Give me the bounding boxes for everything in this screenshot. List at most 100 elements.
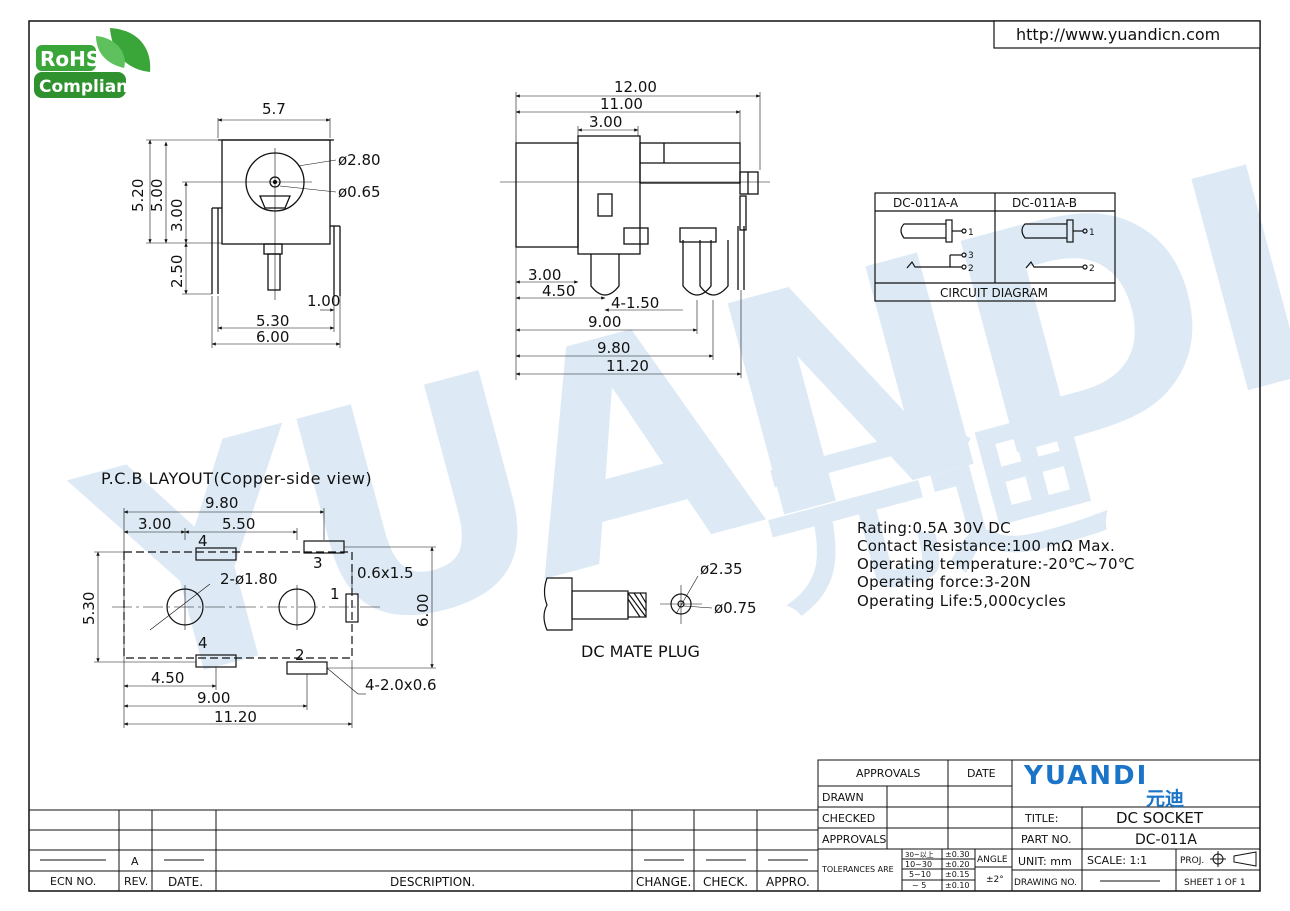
- rev-header-ecn: ECN NO.: [50, 875, 96, 888]
- dc-mate-plug: [543, 575, 713, 631]
- rev-header-description: DESCRIPTION.: [390, 875, 475, 889]
- pcb-dim-slot: 0.6x1.5: [357, 564, 414, 582]
- pcb-dim-hole: 2-ø1.80: [220, 570, 278, 588]
- pcb-dim-pad2: 9.00: [197, 689, 230, 707]
- sheet-border: [28, 20, 1261, 892]
- pcb-pad-4-bottom: 4: [198, 634, 208, 652]
- tb-proj: PROJ.: [1180, 856, 1204, 866]
- pcb-pad-4-top: 4: [198, 532, 208, 550]
- side-dim-pin-width: 4-1.50: [611, 294, 659, 312]
- tb-part-label: PART NO.: [1021, 833, 1071, 846]
- front-dim-width: 5.7: [262, 100, 286, 118]
- spec-list: Rating:0.5A 30V DC Contact Resistance:10…: [857, 519, 1135, 610]
- rohs-line1: RoHS: [40, 47, 100, 71]
- tb-title-value: DC SOCKET: [1116, 809, 1204, 827]
- tb-angle: ANGLE: [977, 855, 1008, 865]
- spec-contact-resistance: Contact Resistance:100 mΩ Max.: [857, 537, 1115, 555]
- front-dim-outer-dia: ø2.80: [338, 151, 381, 169]
- circuit-col-b: DC-011A-B: [1012, 196, 1077, 210]
- plug-dim-inner: ø0.75: [714, 599, 757, 617]
- tb-date-header: DATE: [967, 767, 996, 780]
- pcb-dim-offset: 3.00: [138, 515, 171, 533]
- plug-caption: DC MATE PLUG: [581, 642, 700, 661]
- tb-scale: SCALE: 1:1: [1087, 854, 1147, 867]
- tb-tol-range-3: 5~10: [909, 870, 931, 879]
- spec-force: Operating force:3-20N: [857, 573, 1031, 591]
- tb-tolerances: TOLERANCES ARE: [821, 865, 894, 874]
- circuit-col-a: DC-011A-A: [893, 196, 959, 210]
- plug-dim-outer: ø2.35: [700, 560, 743, 578]
- pcb-dim-height: 5.30: [80, 592, 98, 625]
- front-dim-outer-span: 6.00: [256, 328, 289, 346]
- tb-angle-tol: ±2°: [986, 875, 1004, 885]
- side-dim-pin5: 11.20: [606, 357, 649, 375]
- side-dim-pin4: 9.80: [597, 339, 630, 357]
- circuit-labels: DC-011A-A DC-011A-B 1 3 2 1 2 CIRCUIT DI…: [893, 196, 1095, 300]
- tb-drawn: DRAWN: [822, 791, 864, 804]
- tb-checked: CHECKED: [822, 812, 875, 825]
- tb-unit: UNIT: mm: [1018, 855, 1072, 868]
- front-dim-inner-dia: ø0.65: [338, 183, 381, 201]
- tb-approvals-header: APPROVALS: [856, 767, 920, 780]
- side-dim-pin1: 3.00: [528, 266, 561, 284]
- side-dim-total: 12.00: [614, 78, 657, 96]
- revision-block: [29, 809, 818, 891]
- website-url: http://www.yuandicn.com: [1016, 25, 1220, 44]
- pcb-dim-pad1: 4.50: [151, 669, 184, 687]
- tb-tol-range-1: 30~以上: [905, 850, 934, 859]
- tb-drawing-no: DRAWING NO.: [1014, 878, 1077, 888]
- tb-tol-range-2: 10~30: [905, 860, 932, 869]
- front-view: [146, 118, 341, 348]
- tb-tol-value-3: ±0.15: [945, 870, 970, 879]
- rev-header-check: CHECK.: [703, 875, 748, 889]
- pcb-pad-1: 1: [330, 585, 340, 603]
- side-view-labels: 12.00 11.00 3.00 3.00 4.50 4-1.50 9.00 9…: [528, 78, 659, 375]
- front-dim-height-body: 5.00: [148, 179, 166, 212]
- title-block: [817, 759, 1261, 892]
- side-dim-body: 11.00: [600, 95, 643, 113]
- pcb-pad-3: 3: [313, 554, 323, 572]
- tb-part-value: DC-011A: [1135, 832, 1197, 848]
- front-view-labels: 5.7 ø2.80 ø0.65 5.20 5.00 3.00 2.50 1.00…: [129, 100, 381, 346]
- plug-labels: ø2.35 ø0.75 DC MATE PLUG: [581, 560, 757, 661]
- side-view: [500, 92, 770, 380]
- front-dim-height-center: 3.00: [168, 199, 186, 232]
- revision-labels: A ECN NO. REV. DATE. DESCRIPTION. CHANGE…: [50, 855, 810, 889]
- rohs-logo: RoHS Compliant: [34, 28, 151, 98]
- pcb-title: P.C.B LAYOUT(Copper-side view): [101, 469, 372, 488]
- pcb-dim-total: 9.80: [205, 494, 238, 512]
- url-box: [993, 20, 1261, 49]
- tb-tol-range-4: ~ 5: [912, 881, 926, 890]
- circuit-diagram: [874, 192, 1116, 302]
- tb-tol-value-2: ±0.20: [945, 860, 970, 869]
- rev-value: A: [131, 855, 139, 868]
- rev-header-appro: APPRO.: [766, 875, 810, 889]
- circuit-a-pin1: 1: [968, 228, 974, 238]
- spec-life: Operating Life:5,000cycles: [857, 592, 1066, 610]
- rev-header-date: DATE.: [168, 875, 203, 889]
- circuit-a-pin2: 2: [968, 264, 974, 274]
- tb-title-label: TITLE:: [1024, 812, 1058, 825]
- rev-header-change: CHANGE.: [636, 875, 691, 889]
- side-dim-pin2: 4.50: [542, 282, 575, 300]
- company-logo: YUANDI: [1023, 761, 1148, 791]
- pcb-dim-height-right: 6.00: [414, 594, 432, 627]
- spec-rating: Rating:0.5A 30V DC: [857, 519, 1011, 537]
- circuit-b-pin2: 2: [1089, 264, 1095, 274]
- circuit-a-pin3: 3: [968, 251, 974, 261]
- side-dim-flange: 3.00: [589, 113, 622, 131]
- pcb-dim-pads: 4-2.0x0.6: [365, 676, 437, 694]
- tb-sheet: SHEET 1 OF 1: [1184, 878, 1246, 888]
- spec-temperature: Operating temperature:-20℃~70℃: [857, 555, 1135, 573]
- front-dim-pin-span: 5.30: [256, 312, 289, 330]
- company-logo-cn: 元迪: [1146, 788, 1184, 810]
- rev-header-rev: REV.: [124, 875, 148, 888]
- pcb-dim-pad3: 11.20: [214, 708, 257, 726]
- tb-approvals: APPROVALS: [822, 833, 886, 846]
- tb-tol-value-4: ±0.10: [945, 881, 970, 890]
- pcb-labels: 9.80 3.00 5.50 2-ø1.80 0.6x1.5 5.30 6.00…: [80, 494, 437, 726]
- front-dim-height-total: 5.20: [129, 179, 147, 212]
- pcb-dim-pitch: 5.50: [222, 515, 255, 533]
- front-dim-pin-thick: 1.00: [307, 292, 340, 310]
